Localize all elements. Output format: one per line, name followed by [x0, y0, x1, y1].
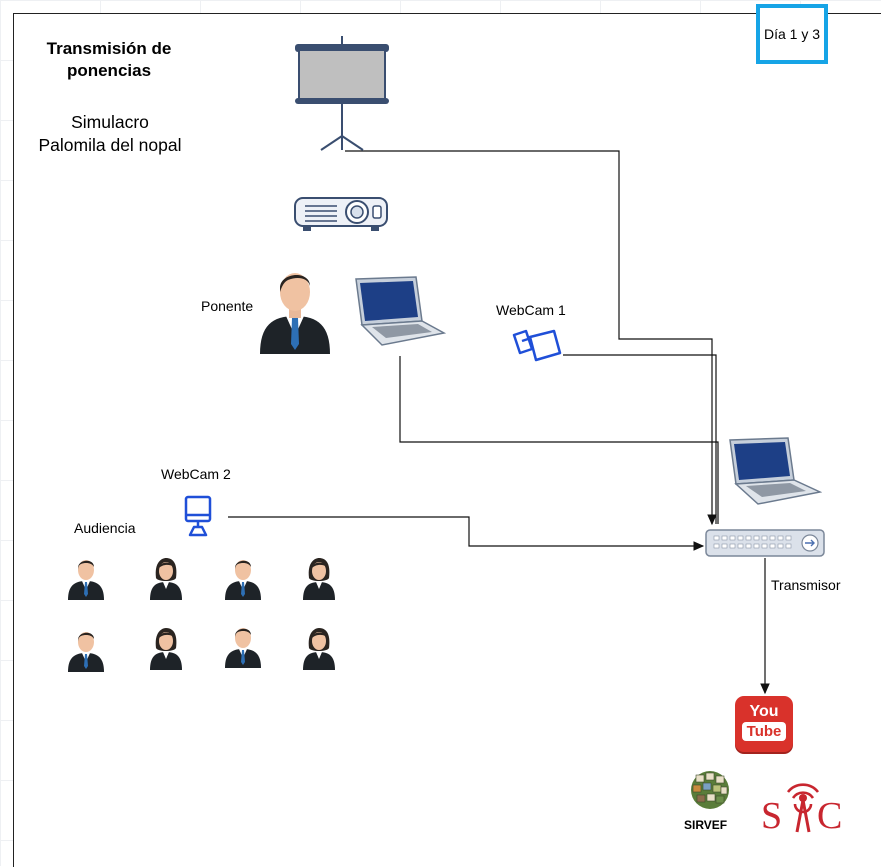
sirvef-label: SIRVEF [684, 818, 728, 832]
webcam-icon[interactable] [512, 327, 562, 363]
youtube-text-bottom: Tube [742, 722, 786, 741]
label-ponente: Ponente [201, 298, 254, 314]
subtitle-line-2: Palomila del nopal [38, 135, 182, 155]
sic-letter-c: C [817, 795, 843, 837]
line-webcam1-to-switch [563, 354, 717, 524]
label-webcam1: WebCam 1 [496, 302, 566, 318]
sic-letter-s: S [761, 795, 783, 837]
title-block: Transmisión de ponencias [24, 38, 194, 82]
subtitle-line-1: Simulacro [71, 112, 149, 132]
man-icon [68, 560, 104, 600]
title-line-1: Transmisión de [46, 39, 172, 58]
woman-icon [303, 628, 335, 670]
day-badge-label: Día 1 y 3 [763, 26, 821, 42]
sirvef-logo[interactable] [688, 769, 732, 811]
man-icon [68, 632, 104, 672]
audience-group [68, 558, 335, 672]
projection-screen-icon[interactable] [293, 36, 393, 152]
youtube-icon[interactable]: You Tube [735, 696, 793, 752]
day-badge[interactable]: Día 1 y 3 [756, 4, 828, 64]
laptop-icon[interactable] [352, 275, 446, 347]
label-transmisor: Transmisor [771, 577, 841, 593]
monitor-webcam-icon[interactable] [182, 495, 214, 537]
speaker-person-icon[interactable] [258, 264, 332, 354]
label-webcam2: WebCam 2 [161, 466, 231, 482]
youtube-text-top: You [749, 703, 779, 720]
woman-icon [150, 628, 182, 670]
sic-logo[interactable]: S C [761, 780, 847, 837]
line-screen-to-switch [345, 150, 717, 526]
title-line-2: ponencias [66, 61, 152, 80]
woman-icon [150, 558, 182, 600]
sic-antenna-icon [786, 783, 820, 833]
subtitle-block: Simulacro Palomila del nopal [17, 111, 203, 157]
label-audiencia: Audiencia [74, 520, 136, 536]
line-laptop-to-switch [399, 356, 719, 524]
man-icon [225, 560, 261, 600]
laptop-icon[interactable] [728, 436, 822, 506]
woman-icon [303, 558, 335, 600]
network-switch-icon[interactable] [704, 528, 826, 560]
man-icon [225, 628, 261, 668]
projector-icon[interactable] [293, 192, 391, 234]
line-webcam2-to-switch [228, 516, 705, 551]
